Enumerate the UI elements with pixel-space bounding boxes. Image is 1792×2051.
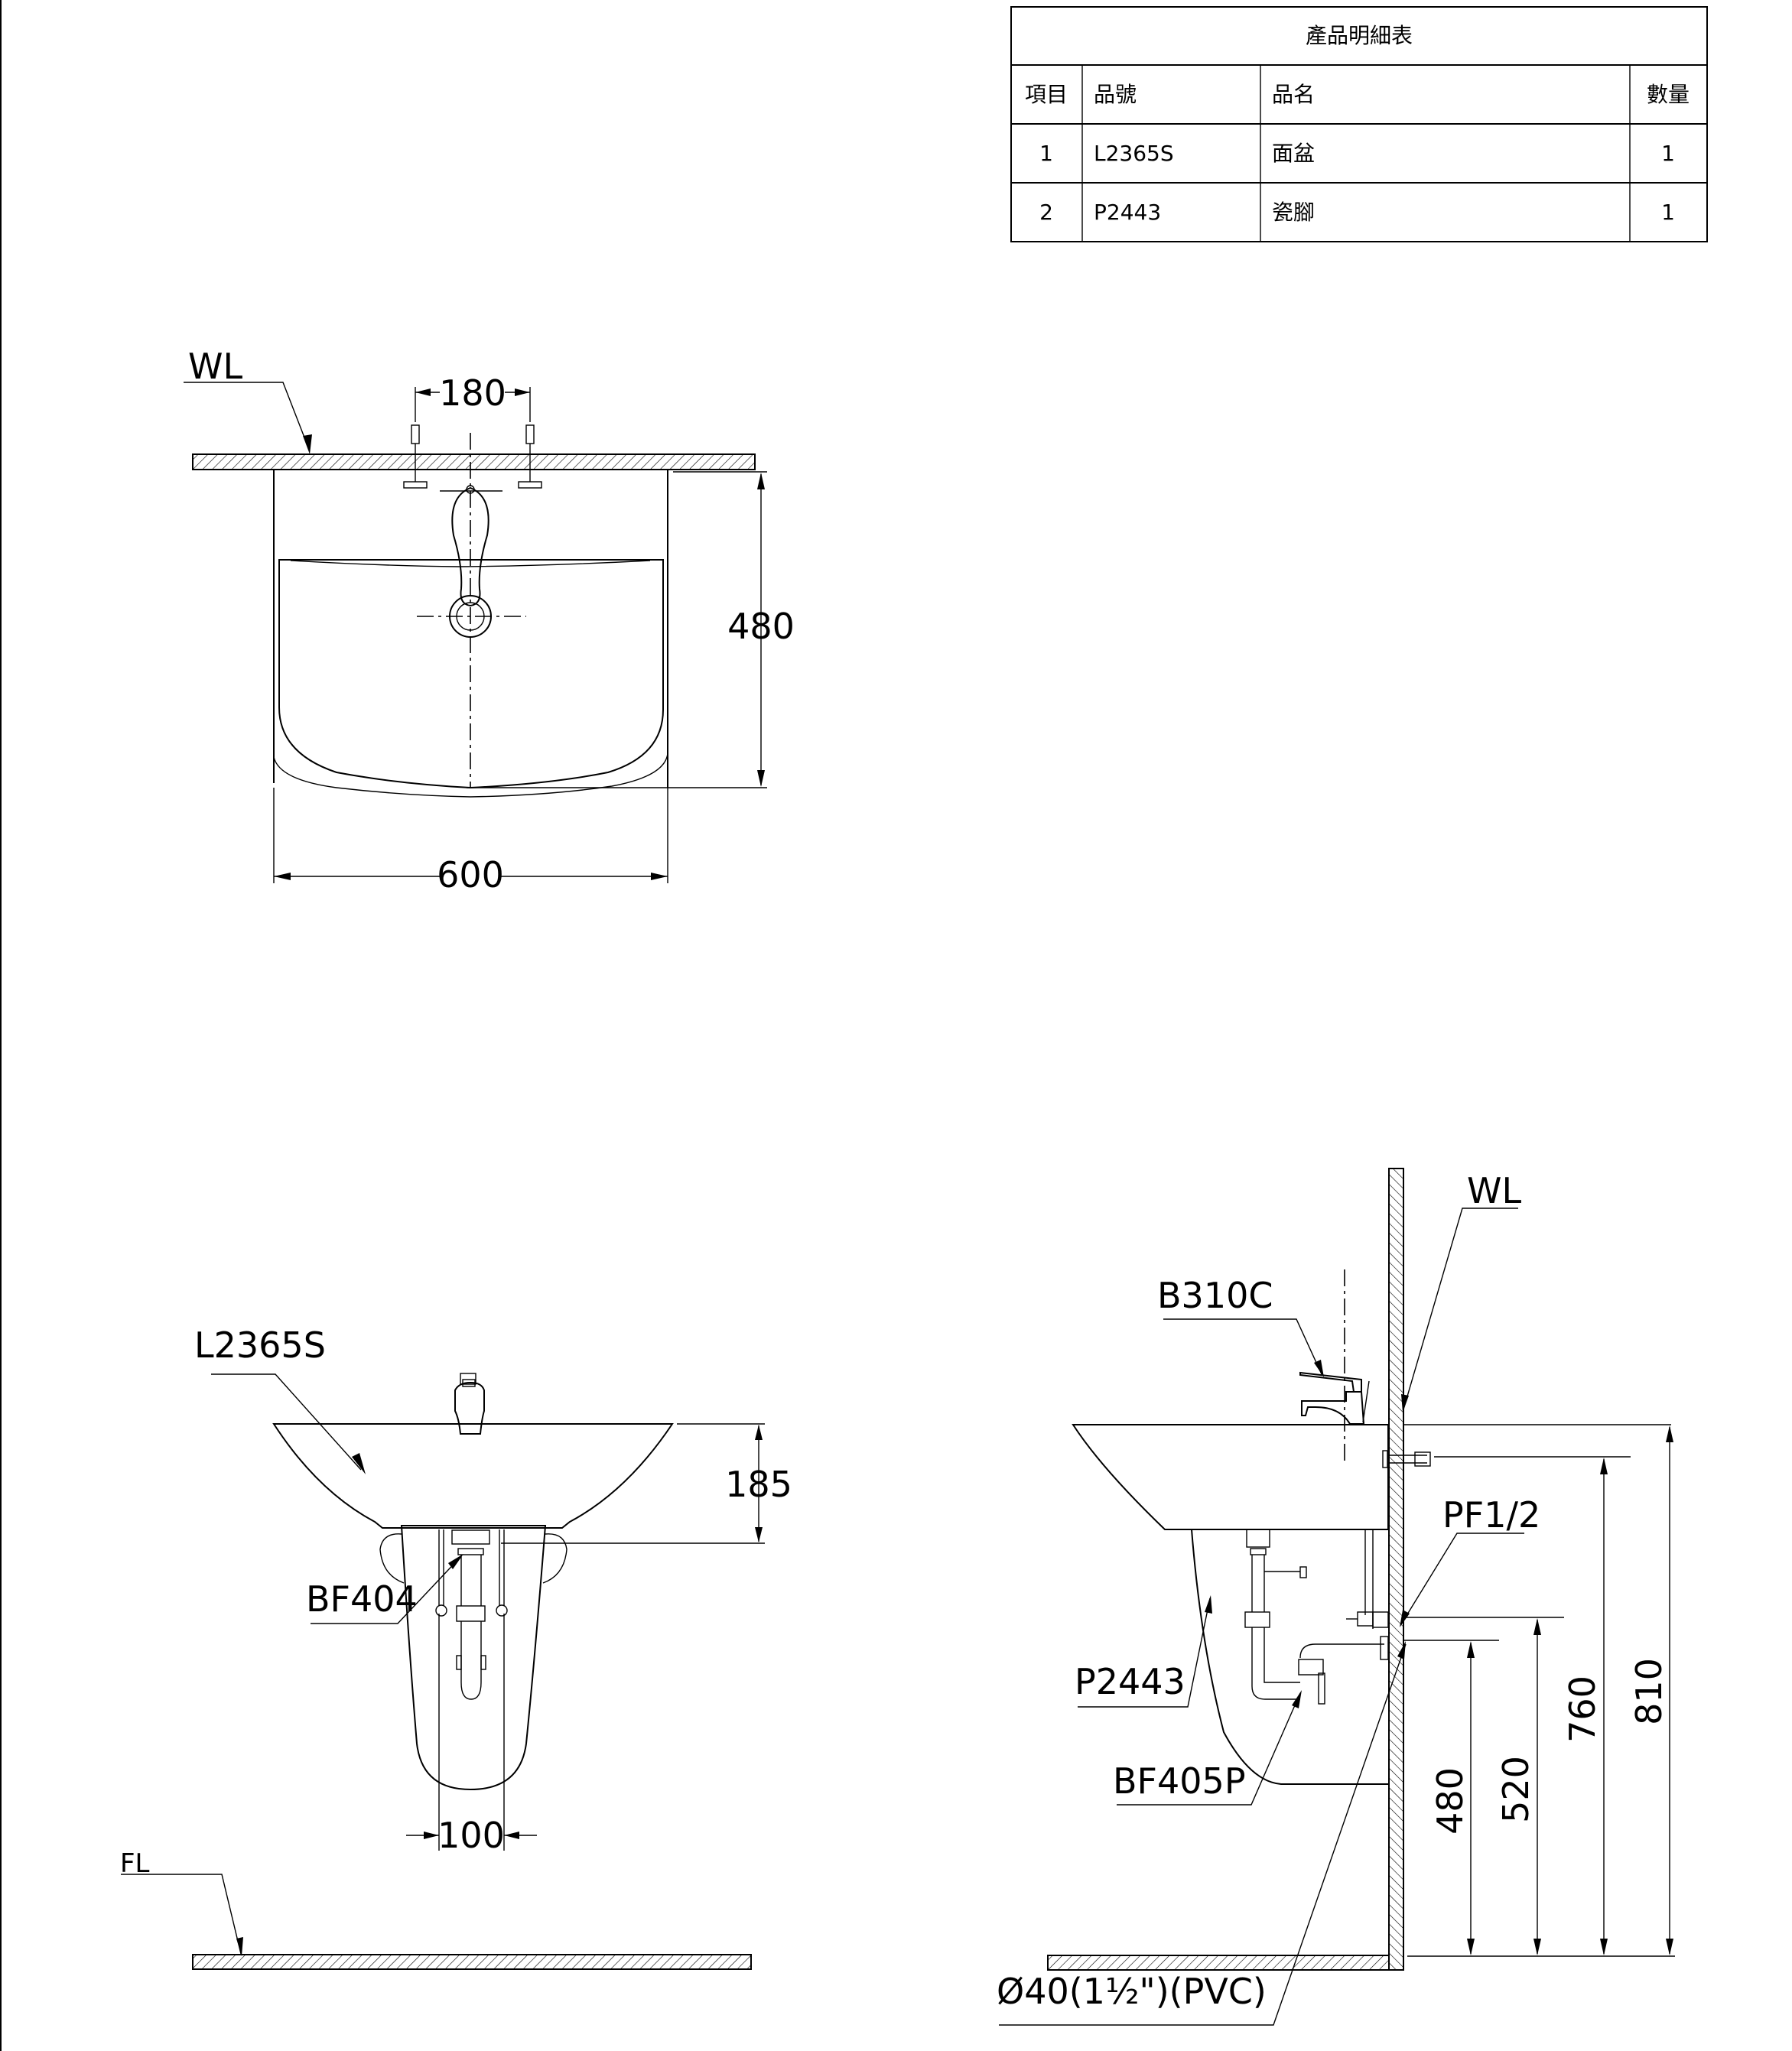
depth-dim: 480 (727, 606, 795, 647)
row-item: 2 (1039, 200, 1053, 225)
drain-height-dim: 480 (1429, 1767, 1471, 1835)
pedestal-model-label: P2443 (1075, 1661, 1185, 1702)
row-name: 瓷腳 (1272, 200, 1315, 225)
fixing-height-dim: 760 (1562, 1676, 1603, 1743)
supply-height-dim: 520 (1495, 1756, 1537, 1823)
row-code: P2443 (1094, 200, 1161, 225)
front-view: L2365S BF404 (120, 1325, 792, 1970)
row-qty: 1 (1661, 141, 1675, 166)
row-item: 1 (1039, 141, 1053, 166)
parts-table: 產品明細表 項目 品號 品名 數量 1 L2365S 面盆 1 2 P2443 … (1010, 6, 1708, 242)
pedestal-front (400, 1525, 547, 1791)
supply-valve-left (403, 424, 428, 489)
pipe-spec-label: Ø40(1½")(PVC) (997, 1971, 1267, 2012)
supply-model-label: PF1/2 (1442, 1494, 1540, 1536)
faucet-side (1299, 1371, 1370, 1425)
header-name: 品名 (1272, 82, 1315, 107)
trap-model-label: BF405P (1113, 1760, 1246, 1802)
basin-side (1072, 1424, 1389, 1530)
wall-line-label-side: WL (1467, 1170, 1521, 1211)
basin-height-dim: 185 (725, 1464, 792, 1505)
basin-front (272, 1423, 674, 1529)
wall-line-label: WL (188, 346, 242, 387)
rim-height-dim: 810 (1628, 1658, 1670, 1725)
pedestal-width-dim: 100 (437, 1815, 505, 1856)
row-code: L2365S (1094, 141, 1174, 166)
basin-model-label: L2365S (194, 1325, 326, 1366)
supply-valve-right (518, 424, 542, 489)
table-row: 2 P2443 瓷腳 1 (1039, 200, 1675, 225)
faucet-plan (451, 486, 489, 607)
floor-section-side (1047, 1955, 1390, 1971)
header-item: 項目 (1025, 82, 1068, 107)
faucet-front (454, 1373, 485, 1435)
pedestal-side (1191, 1529, 1388, 1785)
faucet-spacing-dim: 180 (439, 372, 506, 414)
row-name: 面盆 (1272, 141, 1315, 166)
faucet-model-label: B310C (1157, 1275, 1273, 1316)
drain-model-label: BF404 (306, 1578, 418, 1620)
header-qty: 數量 (1647, 82, 1690, 107)
header-code: 品號 (1094, 82, 1137, 107)
table-title: 產品明細表 (1306, 23, 1413, 48)
basin-outline (278, 559, 664, 789)
wall-section (192, 453, 756, 470)
table-row: 1 L2365S 面盆 1 (1039, 141, 1675, 166)
floor-section (192, 1954, 752, 1970)
top-view: WL 180 (184, 346, 795, 895)
width-dim: 600 (437, 854, 504, 895)
row-qty: 1 (1661, 200, 1675, 225)
side-view: WL B310C PF1/2 (997, 1168, 1675, 2026)
wall-section-side (1388, 1168, 1404, 1971)
